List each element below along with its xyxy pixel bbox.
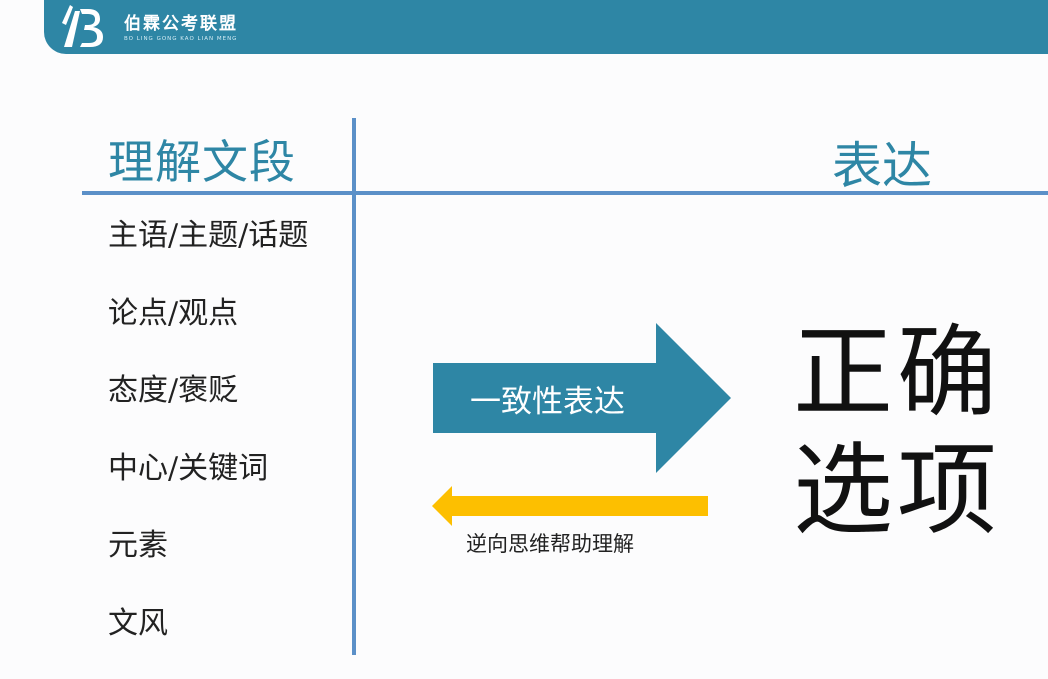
vertical-divider <box>352 118 356 655</box>
left-column-header: 理解文段 <box>108 126 296 192</box>
list-item: 文风 <box>108 602 308 679</box>
answer-line-1: 正确 <box>793 314 1001 432</box>
list-item: 元素 <box>108 524 308 602</box>
header-bar: 伯霖公考联盟 BO LING GONG KAO LIAN MENG <box>44 0 1048 54</box>
understanding-items-list: 主语/主题/话题 论点/观点 态度/褒贬 中心/关键词 元素 文风 <box>108 214 308 679</box>
answer-line-2: 选项 <box>793 432 1001 550</box>
reverse-arrow-label: 逆向思维帮助理解 <box>466 528 634 558</box>
right-column-header: 表达 <box>832 126 932 198</box>
list-item: 态度/褒贬 <box>108 369 308 447</box>
brand-subtitle: BO LING GONG KAO LIAN MENG <box>124 36 237 42</box>
list-item: 中心/关键词 <box>108 447 308 525</box>
list-item: 主语/主题/话题 <box>108 214 308 292</box>
brand-name: 伯霖公考联盟 <box>124 9 238 34</box>
forward-arrow-label: 一致性表达 <box>470 376 625 421</box>
correct-option-text: 正确 选项 <box>793 314 1001 550</box>
letter-b-logo-icon <box>60 3 108 49</box>
reverse-arrow-icon <box>432 486 708 526</box>
horizontal-divider <box>82 191 1048 195</box>
list-item: 论点/观点 <box>108 292 308 370</box>
